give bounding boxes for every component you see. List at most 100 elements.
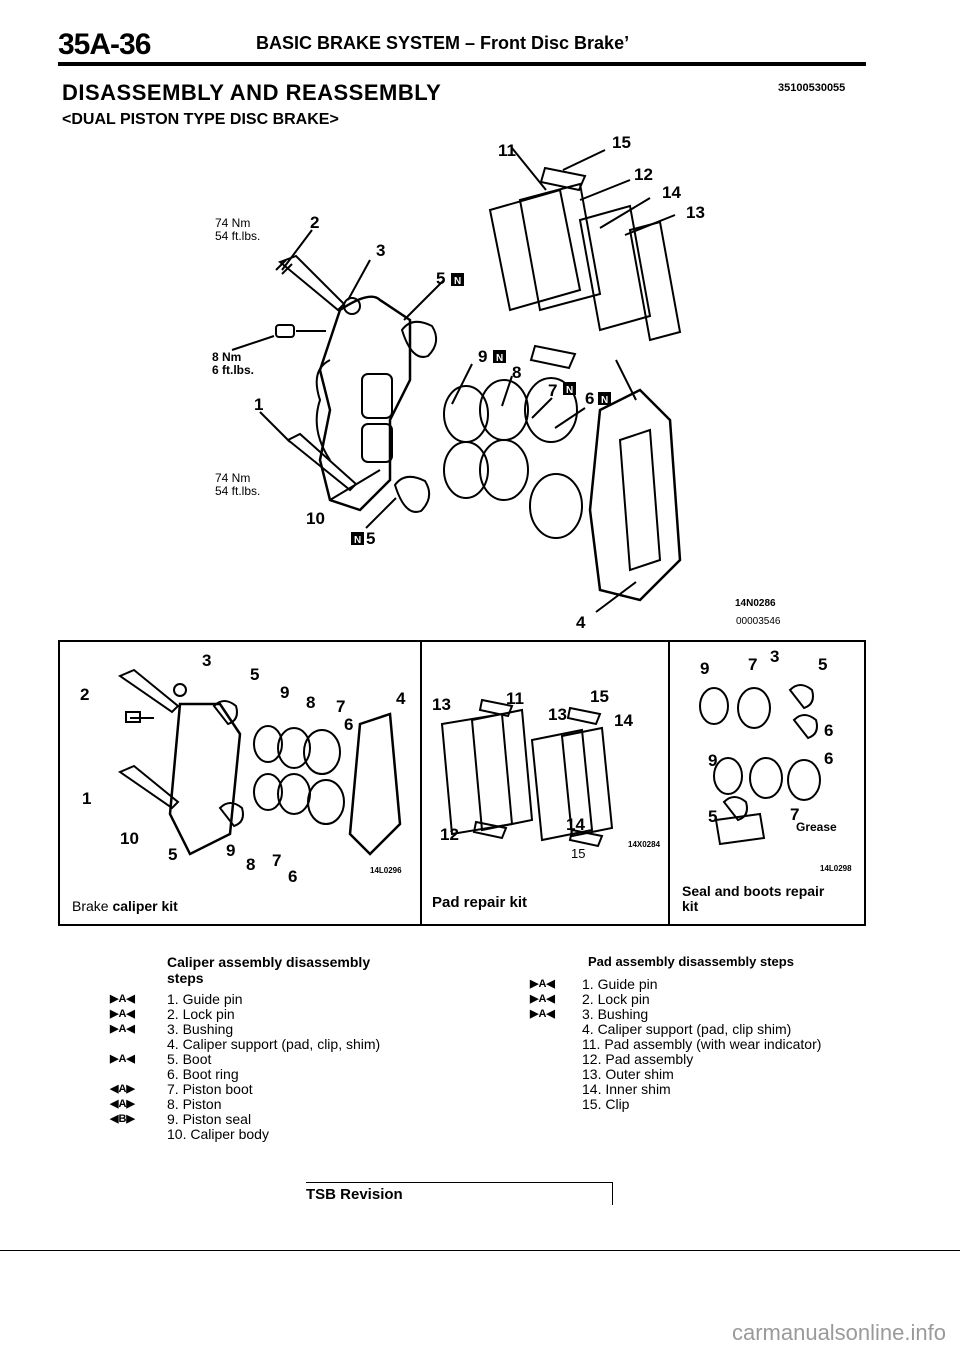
service-mark-icon: ◀B▶ — [110, 1113, 135, 1125]
step-item: 15. Clip — [500, 1097, 880, 1112]
step-text: 6. Boot ring — [167, 1066, 239, 1082]
step-item: ▶A◀5. Boot — [60, 1052, 430, 1067]
seal-kit-fig-code: 14L0298 — [820, 864, 852, 873]
step-item: ▶A◀ 1. Guide pin — [500, 977, 880, 992]
step-text: 4. Caliper support (pad, clip, shim) — [167, 1036, 381, 1052]
callout-5a: 5 — [436, 269, 445, 288]
section-title: DISASSEMBLY AND REASSEMBLY — [62, 80, 442, 105]
pad-assembly-part — [488, 188, 582, 312]
step-text: 12. Pad assembly — [582, 1051, 694, 1067]
svg-text:6: 6 — [344, 715, 353, 734]
svg-text:12: 12 — [440, 825, 459, 844]
callout-5b: 5 — [366, 529, 375, 548]
step-item: 6. Boot ring — [60, 1067, 430, 1082]
svg-text:N: N — [354, 535, 361, 546]
service-mark-icon: ▶A◀ — [110, 1023, 135, 1035]
svg-text:9: 9 — [280, 683, 289, 702]
caliper-kit-label: Brake caliper kit — [72, 898, 178, 914]
step-text: 9. Piston seal — [167, 1111, 252, 1127]
service-mark-icon: ▶A◀ — [110, 1053, 135, 1065]
service-mark-icon: ▶A◀ — [530, 1008, 555, 1020]
torque-spec-mid: 8 Nm 6 ft.lbs. — [212, 350, 255, 377]
pad-steps-title: Pad assembly disassembly steps — [588, 954, 794, 969]
figure-code-main: 14N0286 — [735, 598, 776, 609]
svg-text:3: 3 — [770, 647, 779, 666]
step-text: 2. Lock pin — [582, 991, 650, 1007]
caliper-kit-fig-code: 14L0296 — [370, 866, 402, 875]
step-text: 1. Guide pin — [167, 991, 243, 1007]
callout-8: 8 — [512, 363, 521, 382]
svg-text:6: 6 — [824, 749, 833, 768]
step-item: 12. Pad assembly — [500, 1052, 880, 1067]
svg-text:3: 3 — [202, 651, 211, 670]
step-item: 14. Inner shim — [500, 1082, 880, 1097]
svg-text:4: 4 — [396, 689, 406, 708]
svg-text:14: 14 — [566, 815, 585, 834]
step-item: ▶A◀3. Bushing — [500, 1007, 880, 1022]
service-mark-icon: ◀A▶ — [110, 1098, 135, 1110]
section-code: 35100530055 — [778, 82, 846, 94]
svg-text:7: 7 — [748, 655, 757, 674]
watermark: carmanualsonline.info — [731, 1320, 946, 1345]
step-item: 10. Caliper body — [60, 1127, 430, 1142]
step-text: 7. Piston boot — [167, 1081, 253, 1097]
callout-14: 14 — [662, 183, 681, 202]
step-item: ▶A◀2. Lock pin — [500, 992, 880, 1007]
svg-text:9: 9 — [700, 659, 709, 678]
svg-text:9: 9 — [226, 841, 235, 860]
service-mark-icon: ▶A◀ — [110, 1008, 135, 1020]
step-text: 2. Lock pin — [167, 1006, 235, 1022]
step-item: 11. Pad assembly (with wear indicator) — [500, 1037, 880, 1052]
step-item: ◀B▶ 9. Piston seal — [60, 1112, 430, 1127]
callout-4: 4 — [576, 613, 586, 632]
caliper-steps-title: Caliper assembly disassembly steps — [167, 954, 371, 986]
step-item: ▶A◀ 1. Guide pin — [60, 992, 430, 1007]
svg-text:13: 13 — [432, 695, 451, 714]
svg-text:5: 5 — [818, 655, 827, 674]
pad-steps-list: ▶A◀1. Guide pin▶A◀2. Lock pin▶A◀3. Bushi… — [500, 977, 880, 1112]
torque-spec-bottom: 74 Nm 54 ft.lbs. — [215, 471, 261, 498]
callout-1: 1 — [254, 395, 263, 414]
svg-text:14: 14 — [614, 711, 633, 730]
pad-kit-label: Pad repair kit — [432, 894, 528, 911]
service-mark-icon: ▶A◀ — [530, 978, 555, 990]
section-subtitle: <DUAL PISTON TYPE DISC BRAKE> — [62, 111, 339, 128]
svg-text:8: 8 — [246, 855, 255, 874]
step-item: ▶A◀ 3. Bushing — [60, 1022, 430, 1037]
callout-10: 10 — [306, 509, 325, 528]
step-item: ▶A◀ 2. Lock pin — [60, 1007, 430, 1022]
step-item: ◀A▶7. Piston boot — [60, 1082, 430, 1097]
svg-text:5: 5 — [168, 845, 177, 864]
step-text: 1. Guide pin — [582, 976, 658, 992]
svg-text:10: 10 — [120, 829, 139, 848]
svg-text:15: 15 — [590, 687, 609, 706]
svg-text:1: 1 — [82, 789, 91, 808]
step-text: 3. Bushing — [167, 1021, 234, 1037]
svg-text:13: 13 — [548, 705, 567, 724]
svg-text:N: N — [496, 353, 503, 364]
grease-label: Grease — [796, 820, 837, 834]
callout-3: 3 — [376, 241, 385, 260]
step-item: 13. Outer shim — [500, 1067, 880, 1082]
callout-2: 2 — [310, 213, 319, 232]
svg-text:7: 7 — [790, 805, 799, 824]
step-text: 4. Caliper support (pad, clip shim) — [582, 1021, 792, 1037]
tsb-revision-box: TSB Revision — [306, 1182, 613, 1205]
callout-15: 15 — [612, 133, 631, 152]
svg-text:9: 9 — [708, 751, 717, 770]
svg-text:2: 2 — [80, 685, 89, 704]
svg-text:6: 6 — [824, 721, 833, 740]
guide-pin-top-part — [278, 254, 346, 312]
step-text: 10. Caliper body — [167, 1126, 269, 1142]
page-header-title: BASIC BRAKE SYSTEM – Front Disc Brake’ — [256, 33, 630, 53]
step-text: 13. Outer shim — [582, 1066, 674, 1082]
step-text: 8. Piston — [167, 1096, 222, 1112]
step-text: 15. Clip — [582, 1096, 630, 1112]
step-item: ◀A▶ 8. Piston — [60, 1097, 430, 1112]
service-mark-icon: ▶A◀ — [110, 993, 135, 1005]
callout-11: 11 — [498, 141, 516, 160]
step-text: 11. Pad assembly (with wear indicator) — [582, 1036, 822, 1052]
